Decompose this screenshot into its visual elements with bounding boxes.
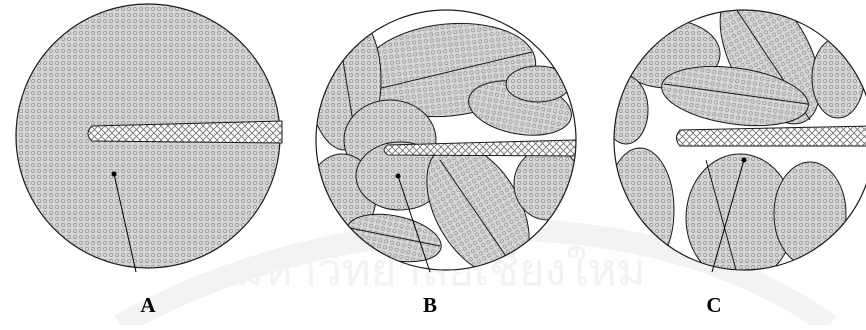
panel-a — [16, 4, 282, 272]
grain — [774, 162, 846, 266]
panel-label-b: B — [410, 292, 450, 318]
grain — [506, 66, 570, 102]
panel-c-crack — [677, 126, 866, 146]
panel-label-a: A — [128, 292, 168, 318]
grain — [514, 148, 582, 220]
panel-label-c: C — [694, 292, 734, 318]
